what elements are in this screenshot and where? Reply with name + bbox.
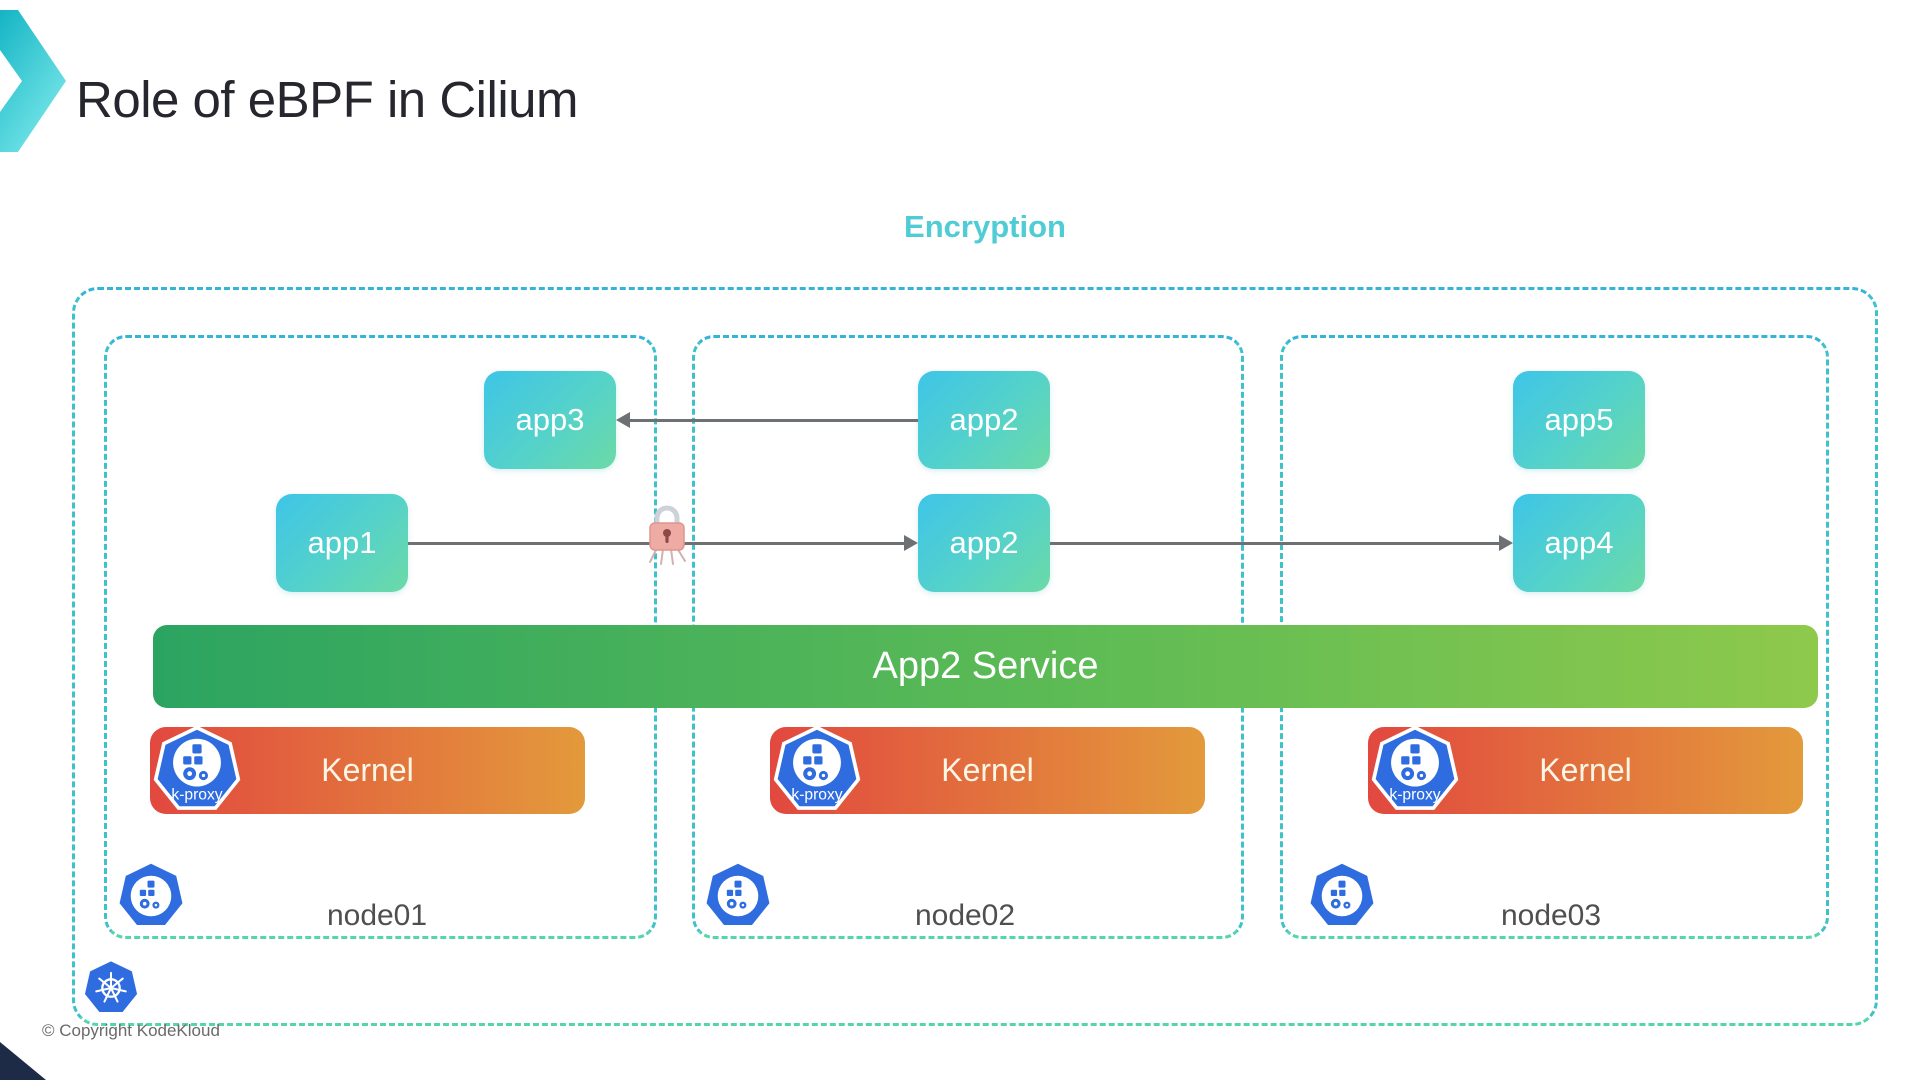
k-proxy-icon: k-proxy <box>773 725 861 810</box>
arrowhead-right-icon <box>1499 535 1513 551</box>
service-bar: App2 Service <box>153 625 1818 708</box>
kernel-label: Kernel <box>941 752 1034 788</box>
arrow-app2-to-app3 <box>616 412 918 428</box>
app-box-app2-mid: app2 <box>918 494 1050 592</box>
svg-text:k-proxy: k-proxy <box>171 786 222 803</box>
node-icon <box>1310 863 1374 925</box>
app-label: app4 <box>1544 525 1614 560</box>
corner-accent-shape <box>0 1042 46 1080</box>
node03-label: node03 <box>1500 899 1602 932</box>
kernel-label: Kernel <box>321 752 414 788</box>
svg-text:k-proxy: k-proxy <box>791 786 842 803</box>
app-box-app3: app3 <box>484 371 616 469</box>
arrow-app2-to-app4 <box>1050 535 1513 551</box>
k-proxy-icon: k-proxy <box>153 725 241 810</box>
arrow-line <box>628 418 918 422</box>
node01-label: node01 <box>326 899 428 932</box>
cluster-boundary <box>72 287 1878 1026</box>
arrow-line <box>1050 541 1501 545</box>
encryption-label: Encryption <box>904 209 1066 244</box>
arrowhead-left-icon <box>616 412 630 428</box>
service-label: App2 Service <box>872 645 1099 687</box>
kubernetes-icon <box>84 961 138 1013</box>
app-box-app5: app5 <box>1513 371 1645 469</box>
app-box-app4: app4 <box>1513 494 1645 592</box>
k-proxy-icon: k-proxy <box>1371 725 1459 810</box>
svg-text:k-proxy: k-proxy <box>1389 786 1440 803</box>
kernel-label: Kernel <box>1539 752 1632 788</box>
node02-label: node02 <box>914 899 1016 932</box>
page-title: Role of eBPF in Cilium <box>76 71 579 128</box>
kodekloud-chevron-icon <box>0 10 66 152</box>
app-box-app2-top: app2 <box>918 371 1050 469</box>
encryption-lock-icon <box>649 505 686 565</box>
node-icon <box>706 863 770 925</box>
copyright-text: © Copyright KodeKloud <box>42 1021 220 1040</box>
app-label: app5 <box>1544 402 1614 437</box>
app-label: app2 <box>949 525 1019 560</box>
node-icon <box>119 863 183 925</box>
arrowhead-right-icon <box>904 535 918 551</box>
app-label: app3 <box>515 402 585 437</box>
app-label: app1 <box>307 525 377 560</box>
app-box-app1: app1 <box>276 494 408 592</box>
app-label: app2 <box>949 402 1019 437</box>
